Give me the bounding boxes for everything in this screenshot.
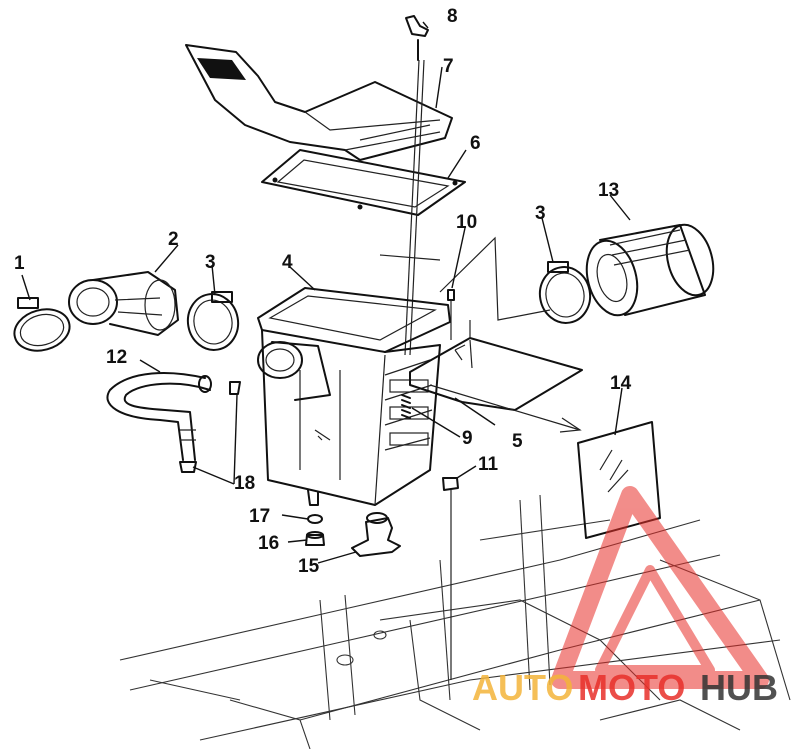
callout-17: 17 [249, 506, 270, 527]
callout-4: 4 [282, 252, 293, 273]
callout-6: 6 [470, 133, 481, 154]
intake-boot-2 [68, 271, 179, 336]
clamp-3-left [186, 291, 240, 351]
watermark-logo [551, 486, 769, 689]
callout-18: 18 [234, 473, 255, 494]
air-filter-13 [585, 223, 715, 317]
clamp-3-right [538, 261, 592, 324]
callout-5: 5 [512, 431, 523, 452]
drain-plug-16 [305, 531, 325, 546]
airbox-cover-7 [185, 44, 453, 161]
callout-2: 2 [168, 229, 179, 250]
callout-14: 14 [610, 373, 632, 394]
callout-11: 11 [478, 454, 499, 475]
drain-hose-12 [106, 372, 212, 461]
mount-bracket-15 [351, 512, 401, 557]
callout-10: 10 [456, 212, 477, 233]
callout-8: 8 [447, 6, 458, 27]
leader-lines [21, 21, 631, 564]
bolt-11 [442, 477, 459, 680]
callout-7: 7 [443, 56, 454, 77]
gasket-6 [261, 149, 466, 216]
clamp-1 [13, 297, 71, 352]
callout-labels: 1 2 3 3 4 5 6 7 8 9 10 11 12 13 14 15 16… [14, 6, 632, 577]
hose-clamp-18 [179, 381, 241, 473]
spring-9 [401, 394, 411, 419]
callout-16: 16 [258, 533, 279, 554]
watermark-text: AUTO MOTO HUB [472, 667, 778, 708]
callout-15: 15 [298, 556, 320, 577]
chassis-frame [119, 494, 791, 749]
clip-8 [404, 15, 429, 356]
watermark-hub: HUB [700, 667, 778, 708]
callout-9: 9 [462, 428, 473, 449]
callout-3-right: 3 [535, 203, 546, 224]
screw-10 [447, 289, 455, 340]
watermark-moto: MOTO [578, 667, 685, 708]
callout-12: 12 [106, 347, 127, 368]
watermark-auto: AUTO [472, 667, 573, 708]
airbox-body-4 [257, 287, 451, 506]
callout-3-left: 3 [205, 252, 216, 273]
callout-1: 1 [14, 253, 25, 274]
assembly-guide-lines [379, 236, 582, 433]
access-panel-14 [577, 421, 661, 539]
callout-13: 13 [598, 180, 619, 201]
washer-17 [307, 514, 323, 524]
